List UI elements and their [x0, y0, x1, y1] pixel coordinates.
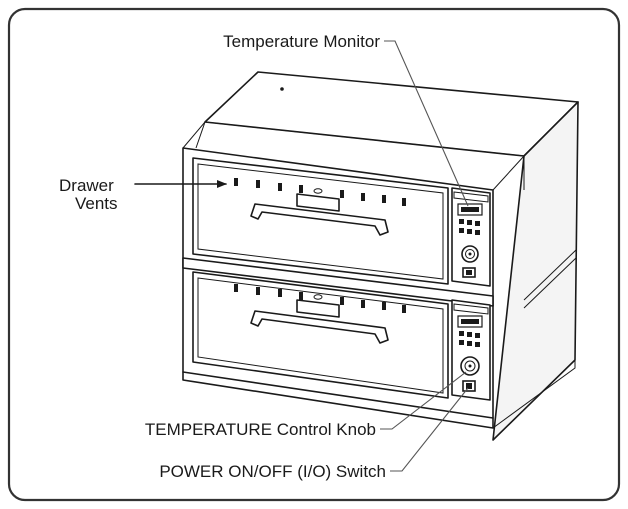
- callout-temperature-monitor: Temperature Monitor: [223, 32, 469, 207]
- drawer-vents-label-line2: Vents: [75, 194, 118, 213]
- lower-drawer-vents: [234, 284, 406, 313]
- upper-drawer-label-window: [296, 193, 340, 212]
- callout-temperature-knob: TEMPERATURE Control Knob: [145, 371, 467, 439]
- temperature-knob-label: TEMPERATURE Control Knob: [145, 420, 376, 439]
- lower-panel-top-band: [453, 303, 489, 315]
- lower-drawer-label-window: [296, 299, 340, 318]
- lower-control-panel: [451, 299, 491, 401]
- lower-drawer-logo: [313, 294, 323, 300]
- upper-drawer: [192, 157, 449, 285]
- power-switch-leader: [390, 387, 469, 472]
- callout-power-switch: POWER ON/OFF (I/O) Switch: [159, 387, 469, 481]
- upper-panel-top-band: [453, 191, 489, 203]
- lower-drawer-handle[interactable]: [250, 310, 389, 344]
- temperature-knob-leader: [380, 371, 467, 430]
- cabinet-base-side: [492, 360, 576, 429]
- cabinet-base: [182, 371, 494, 429]
- lower-monitor-buttons[interactable]: [459, 331, 480, 347]
- power-switch-label: POWER ON/OFF (I/O) Switch: [159, 462, 386, 481]
- lower-drawer: [192, 271, 449, 399]
- temperature-monitor-label: Temperature Monitor: [223, 32, 380, 51]
- front-bevel-left: [182, 121, 206, 149]
- upper-control-panel: [451, 187, 491, 287]
- warmer-cabinet: [182, 71, 579, 441]
- upper-drawer-handle[interactable]: [250, 203, 389, 236]
- side-rail-2: [523, 257, 577, 309]
- upper-drawer-vents: [234, 178, 406, 206]
- cabinet-left-edge: [195, 121, 206, 149]
- drawer-divider: [182, 257, 494, 307]
- upper-drawer-inner: [197, 163, 444, 280]
- upper-drawer-face: [192, 157, 449, 285]
- upper-monitor-buttons[interactable]: [459, 219, 480, 235]
- temperature-monitor-leader: [384, 40, 469, 207]
- top-screw: [280, 87, 284, 91]
- callout-drawer-vents: Drawer Vents: [59, 176, 227, 213]
- upper-drawer-logo: [313, 188, 323, 194]
- drawer-vents-label-line1: Drawer: [59, 176, 114, 195]
- side-rail-1: [523, 249, 577, 301]
- front-bevel-right: [492, 155, 525, 191]
- lower-drawer-inner: [197, 277, 444, 394]
